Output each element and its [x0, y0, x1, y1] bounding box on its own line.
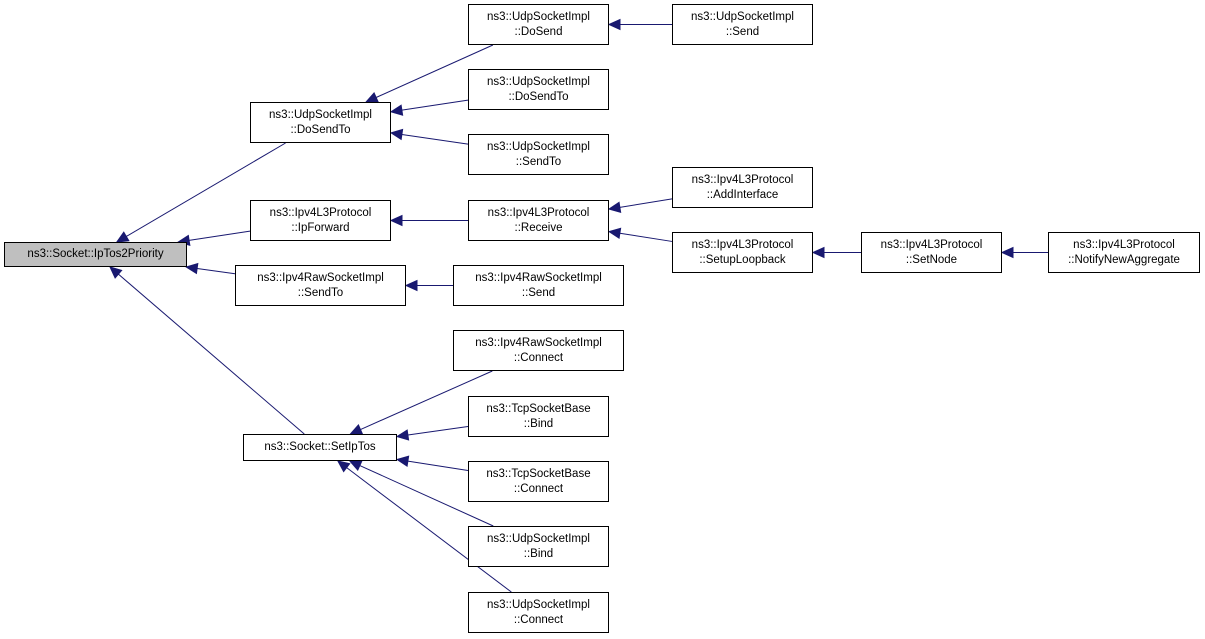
node-label-line2: ::NotifyNewAggregate — [1068, 253, 1180, 266]
arrowhead-n_udp_connect-to-n_socket_setiptos — [336, 460, 351, 473]
node-label-line2: ::Connect — [513, 482, 564, 495]
node-udpsocketimpl-sendto[interactable]: ns3::UdpSocketImpl ::SendTo — [468, 134, 609, 175]
node-udpsocketimpl-dosendto[interactable]: ns3::UdpSocketImpl ::DoSendTo — [250, 102, 391, 143]
edge-n_ipv4raw_sendto-to-n_root — [197, 268, 236, 275]
node-ipv4l3protocol-setnode[interactable]: ns3::Ipv4L3Protocol ::SetNode — [861, 232, 1002, 273]
edge-n_ipv4l3_setuploopback-to-n_ipv4l3_receive — [619, 232, 673, 242]
edge-n_ipv4l3_ipforward-to-n_root — [189, 230, 251, 241]
node-udpsocketimpl-dosendto-2[interactable]: ns3::UdpSocketImpl ::DoSendTo — [468, 69, 609, 110]
node-label-line1: ns3::UdpSocketImpl — [269, 108, 372, 121]
node-ipv4l3protocol-notifynewaggregate[interactable]: ns3::Ipv4L3Protocol ::NotifyNewAggregate — [1048, 232, 1200, 273]
node-label-line2: ::DoSendTo — [508, 90, 569, 103]
node-label-line2: ::SetupLoopback — [699, 253, 786, 266]
arrowhead-n_ipv4l3_setnode-to-n_ipv4l3_setuploopback — [811, 246, 825, 259]
arrowhead-n_tcp_bind-to-n_socket_setiptos — [395, 429, 410, 441]
node-label-line2: ::DoSend — [514, 25, 563, 38]
node-ipv4l3protocol-receive[interactable]: ns3::Ipv4L3Protocol ::Receive — [468, 200, 609, 241]
node-label-line1: ns3::Ipv4RawSocketImpl — [475, 336, 602, 349]
node-label-line1: ns3::Ipv4RawSocketImpl — [257, 271, 384, 284]
node-label-line2: ::Bind — [523, 547, 554, 560]
edge-n_udp_dosendto2-to-n_udp_dosendto — [401, 99, 469, 111]
node-ipv4rawsocketimpl-send[interactable]: ns3::Ipv4RawSocketImpl ::Send — [453, 265, 624, 306]
node-label-line2: ::Bind — [523, 417, 554, 430]
node-tcpsocketbase-connect[interactable]: ns3::TcpSocketBase ::Connect — [468, 461, 609, 502]
node-label-line1: ns3::UdpSocketImpl — [691, 10, 794, 23]
edge-n_ipv4raw_connect-to-n_socket_setiptos — [360, 370, 493, 430]
node-label-line1: ns3::UdpSocketImpl — [487, 75, 590, 88]
arrowhead-n_ipv4l3_setuploopback-to-n_ipv4l3_receive — [607, 227, 622, 240]
node-label-line1: ns3::UdpSocketImpl — [487, 598, 590, 611]
node-label-line1: ns3::Ipv4L3Protocol — [691, 173, 794, 186]
arrowhead-n_udp_send-to-n_udp_dosend — [607, 18, 621, 31]
edge-n_socket_setiptos-to-n_root — [118, 273, 305, 435]
node-label: ns3::Socket::IpTos2Priority — [27, 248, 164, 260]
edge-n_udp_connect-to-n_socket_setiptos — [346, 467, 512, 593]
node-label-line1: ns3::Ipv4RawSocketImpl — [475, 271, 602, 284]
node-label-line1: ns3::UdpSocketImpl — [487, 532, 590, 545]
node-label-line1: ns3::TcpSocketBase — [486, 402, 591, 415]
edge-n_udp_sendto-to-n_udp_dosendto — [401, 133, 469, 145]
node-label-line1: ns3::TcpSocketBase — [486, 467, 591, 480]
node-tcpsocketbase-bind[interactable]: ns3::TcpSocketBase ::Bind — [468, 396, 609, 437]
node-label-line2: ::SendTo — [297, 286, 344, 299]
node-udpsocketimpl-bind[interactable]: ns3::UdpSocketImpl ::Bind — [468, 526, 609, 567]
node-label-line2: ::Send — [521, 286, 556, 299]
arrowhead-n_tcp_connect-to-n_socket_setiptos — [395, 455, 410, 467]
node-ipv4rawsocketimpl-sendto[interactable]: ns3::Ipv4RawSocketImpl ::SendTo — [235, 265, 406, 306]
arrowhead-n_ipv4raw_send-to-n_ipv4raw_sendto — [404, 279, 418, 292]
node-udpsocketimpl-send[interactable]: ns3::UdpSocketImpl ::Send — [672, 4, 813, 45]
node-label-line2: ::DoSendTo — [290, 123, 351, 136]
node-ipv4rawsocketimpl-connect[interactable]: ns3::Ipv4RawSocketImpl ::Connect — [453, 330, 624, 371]
node-ipv4l3protocol-setuploopback[interactable]: ns3::Ipv4L3Protocol ::SetupLoopback — [672, 232, 813, 273]
node-socket-iptos2priority: ns3::Socket::IpTos2Priority — [4, 242, 187, 267]
arrowhead-n_udp_dosend-to-n_udp_dosendto — [364, 92, 379, 103]
arrowhead-n_ipv4raw_sendto-to-n_root — [185, 262, 199, 275]
node-label-line1: ns3::Ipv4L3Protocol — [880, 238, 983, 251]
edge-n_tcp_connect-to-n_socket_setiptos — [407, 460, 469, 472]
node-ipv4l3protocol-addinterface[interactable]: ns3::Ipv4L3Protocol ::AddInterface — [672, 167, 813, 208]
arrowhead-n_ipv4l3_addinterface-to-n_ipv4l3_receive — [607, 201, 622, 213]
node-udpsocketimpl-dosend[interactable]: ns3::UdpSocketImpl ::DoSend — [468, 4, 609, 45]
arrowhead-n_ipv4l3_notifynewaggregate-to-n_ipv4l3_setnode — [1000, 246, 1014, 259]
node-label-line1: ns3::UdpSocketImpl — [487, 140, 590, 153]
node-label-line1: ns3::Ipv4L3Protocol — [269, 206, 372, 219]
edge-n_ipv4l3_addinterface-to-n_ipv4l3_receive — [619, 198, 673, 208]
edge-n_tcp_bind-to-n_socket_setiptos — [407, 426, 469, 436]
node-label: ns3::Socket::SetIpTos — [264, 441, 376, 453]
node-label-line2: ::AddInterface — [706, 188, 779, 201]
node-ipv4l3protocol-ipforward[interactable]: ns3::Ipv4L3Protocol ::IpForward — [250, 200, 391, 241]
node-label-line1: ns3::Ipv4L3Protocol — [1073, 238, 1175, 251]
arrowhead-n_udp_dosendto-to-n_root — [115, 231, 130, 243]
edge-n_udp_bind-to-n_socket_setiptos — [359, 465, 494, 527]
node-label-line2: ::IpForward — [291, 221, 350, 234]
arrowhead-n_ipv4l3_receive-to-n_ipv4l3_ipforward — [389, 214, 403, 227]
node-label-line2: ::SendTo — [515, 155, 562, 168]
node-label-line2: ::SetNode — [905, 253, 958, 266]
node-label-line2: ::Connect — [513, 613, 564, 626]
edge-n_udp_dosend-to-n_udp_dosendto — [375, 44, 494, 98]
arrowhead-n_udp_bind-to-n_socket_setiptos — [348, 460, 363, 472]
node-udpsocketimpl-connect[interactable]: ns3::UdpSocketImpl ::Connect — [468, 592, 609, 633]
node-socket-setiptos[interactable]: ns3::Socket::SetIpTos — [243, 434, 397, 461]
arrowhead-n_socket_setiptos-to-n_root — [109, 266, 123, 279]
node-label-line2: ::Connect — [513, 351, 564, 364]
node-label-line1: ns3::UdpSocketImpl — [487, 10, 590, 23]
node-label-line1: ns3::Ipv4L3Protocol — [691, 238, 794, 251]
node-label-line2: ::Send — [725, 25, 760, 38]
node-label-line1: ns3::Ipv4L3Protocol — [487, 206, 590, 219]
node-label-line2: ::Receive — [514, 221, 563, 234]
arrowhead-n_udp_dosendto2-to-n_udp_dosendto — [389, 104, 404, 116]
edge-n_udp_dosendto-to-n_root — [126, 142, 286, 237]
arrowhead-n_ipv4raw_connect-to-n_socket_setiptos — [349, 424, 364, 435]
arrowhead-n_udp_sendto-to-n_udp_dosendto — [389, 128, 404, 141]
